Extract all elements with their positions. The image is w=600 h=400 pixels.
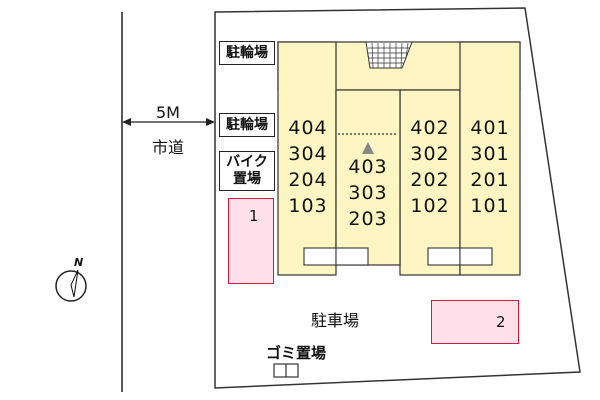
compass-north-label: N: [74, 256, 84, 269]
unit-number: 403: [348, 156, 388, 178]
dimension-arrow-right: [206, 118, 215, 126]
unit-number: 401: [470, 117, 510, 139]
bicycle-parking-label-1: 駐輪場: [219, 41, 275, 65]
bike-parking-line2: 置場: [233, 171, 261, 187]
parking-spot-2: 2: [431, 300, 519, 344]
apartment-building: [277, 41, 521, 276]
unit-number: 102: [410, 195, 450, 217]
unit-number: 404: [288, 117, 328, 139]
unit-column-mid-right: 402 302 202 102: [404, 115, 456, 219]
parking-spot-1-number: 1: [249, 207, 259, 225]
parking-spot-1: 1: [228, 198, 274, 284]
bike-parking-label: バイク 置場: [219, 151, 275, 191]
road-name-label: 市道: [152, 138, 185, 157]
compass-icon: [55, 269, 87, 302]
bicycle-parking-label-2: 駐輪場: [219, 113, 275, 137]
unit-column-center: 403 303 203: [342, 154, 394, 232]
unit-number: 402: [410, 117, 450, 139]
unit-number: 303: [348, 182, 388, 204]
bike-parking-line1: バイク: [226, 154, 268, 170]
dimension-arrow-left: [122, 118, 131, 126]
parking-area-label: 駐車場: [311, 311, 360, 330]
unit-number: 103: [288, 195, 328, 217]
unit-number: 203: [348, 208, 388, 230]
unit-column-right: 401 301 201 101: [464, 115, 516, 219]
unit-number: 204: [288, 169, 328, 191]
unit-number: 202: [410, 169, 450, 191]
garbage-area-label: ゴミ置場: [266, 344, 327, 362]
unit-number: 101: [470, 195, 510, 217]
unit-column-left: 404 304 204 103: [282, 115, 334, 219]
unit-number: 304: [288, 143, 328, 165]
unit-number: 301: [470, 143, 510, 165]
unit-number: 201: [470, 169, 510, 191]
parking-spot-2-number: 2: [496, 313, 506, 331]
road-width-label: 5M: [156, 103, 180, 122]
unit-number: 302: [410, 143, 450, 165]
